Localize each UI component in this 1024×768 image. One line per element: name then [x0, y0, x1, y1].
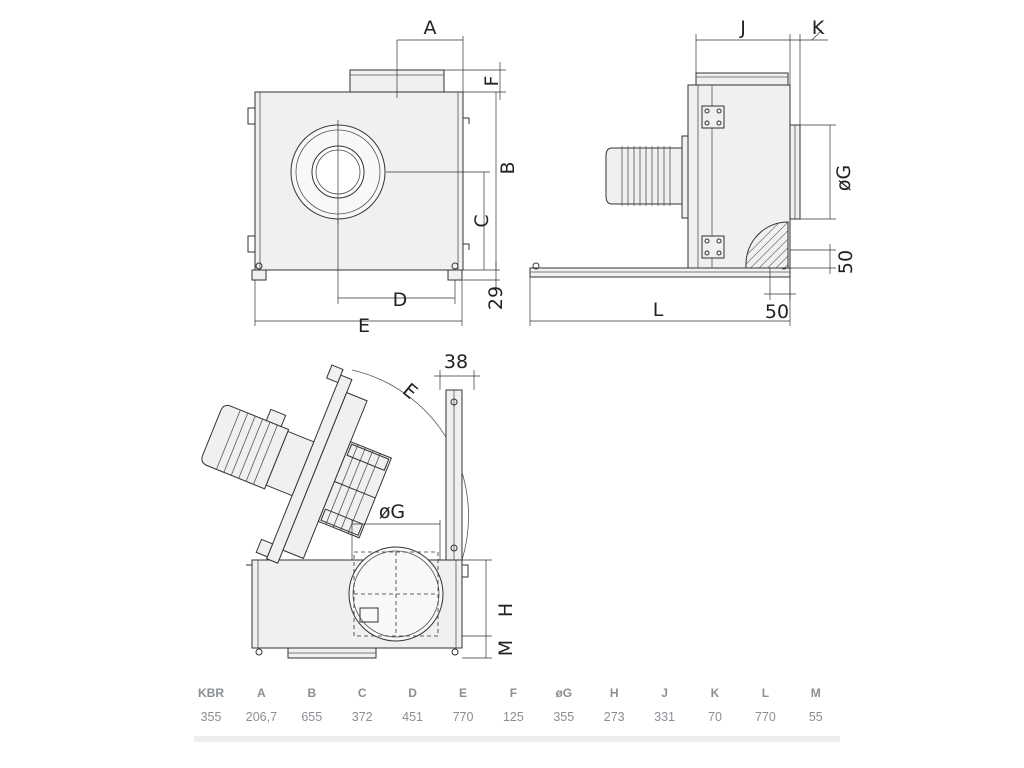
inlet-ring: [290, 120, 386, 224]
table-footer-band: [194, 736, 840, 742]
dim-label-F: F: [481, 76, 503, 87]
table-header-cell-11: L: [761, 686, 770, 700]
table-value-cell-9: 331: [654, 710, 676, 724]
dim-label-G: øG: [833, 165, 855, 191]
table-value-cell-8: 273: [603, 710, 625, 724]
table-header-cell-10: K: [710, 686, 720, 700]
table-header-cell-9: J: [661, 686, 668, 700]
tilted-motor: [201, 404, 315, 497]
table-value-cell-5: 770: [452, 710, 474, 724]
table-header-cell-3: C: [357, 686, 367, 700]
bottom-inlet: [348, 546, 444, 642]
dim-label-E: E: [358, 315, 370, 337]
dim-label-K: K: [812, 17, 825, 39]
table-header-cell-8: H: [609, 686, 619, 700]
table-header-cell-2: B: [307, 686, 317, 700]
tilted-view: E 38 øG H M: [201, 351, 517, 659]
technical-drawing: A F B C 29 D E: [201, 17, 857, 659]
side-top-collar: [695, 72, 789, 86]
impeller: [317, 440, 393, 539]
dim-label-L: L: [653, 299, 664, 321]
front-view: A F B C 29 D E: [247, 17, 519, 337]
table-value-cell-0: 355: [200, 710, 222, 724]
dim-label-B: B: [497, 161, 519, 174]
table-value-cell-1: 206,7: [245, 710, 278, 724]
table-value-cell-4: 451: [402, 710, 424, 724]
table-value-cell-11: 770: [754, 710, 776, 724]
table-header-cell-4: D: [408, 686, 417, 700]
table-value-cell-12: 55: [808, 710, 823, 724]
rotated-assembly: [201, 364, 393, 564]
dim-label-A: A: [424, 17, 437, 39]
motor: [605, 135, 691, 219]
side-view: J K øG 50 L 50: [529, 17, 857, 326]
dim-label-C: C: [471, 214, 493, 227]
table-values-row: 355 206,7 655 372 451 770 125 355 273 331 70 770 55: [194, 706, 840, 732]
table-value-cell-10: 70: [708, 710, 722, 724]
dim-label-50-horiz: 50: [765, 301, 789, 323]
dim-label-38: 38: [444, 351, 468, 373]
table-value-cell-2: 655: [301, 710, 323, 724]
table-header-cell-1: A: [257, 686, 266, 700]
dim-label-G-bottom: øG: [379, 501, 405, 523]
dim-label-H: H: [495, 603, 517, 617]
table-header-cell-5: E: [458, 686, 467, 700]
table-header-cell-7: øG: [555, 686, 573, 700]
dim-label-D: D: [393, 289, 408, 311]
table-header-cell-0: KBR: [198, 686, 224, 700]
dim-label-E-arc: E: [398, 379, 421, 404]
table-header-cell-12: M: [810, 686, 821, 700]
base-rail: [529, 267, 791, 278]
dim-label-J: J: [739, 17, 746, 39]
table-value-cell-6: 125: [502, 710, 524, 724]
dim-label-50-vert: 50: [835, 250, 857, 274]
hatched-section: [745, 221, 789, 269]
table-value-cell-7: 355: [553, 710, 575, 724]
dim-label-29: 29: [485, 286, 507, 310]
table-header-cell-6: F: [509, 686, 518, 700]
table-value-cell-3: 372: [351, 710, 373, 724]
dim-label-M: M: [495, 640, 517, 656]
